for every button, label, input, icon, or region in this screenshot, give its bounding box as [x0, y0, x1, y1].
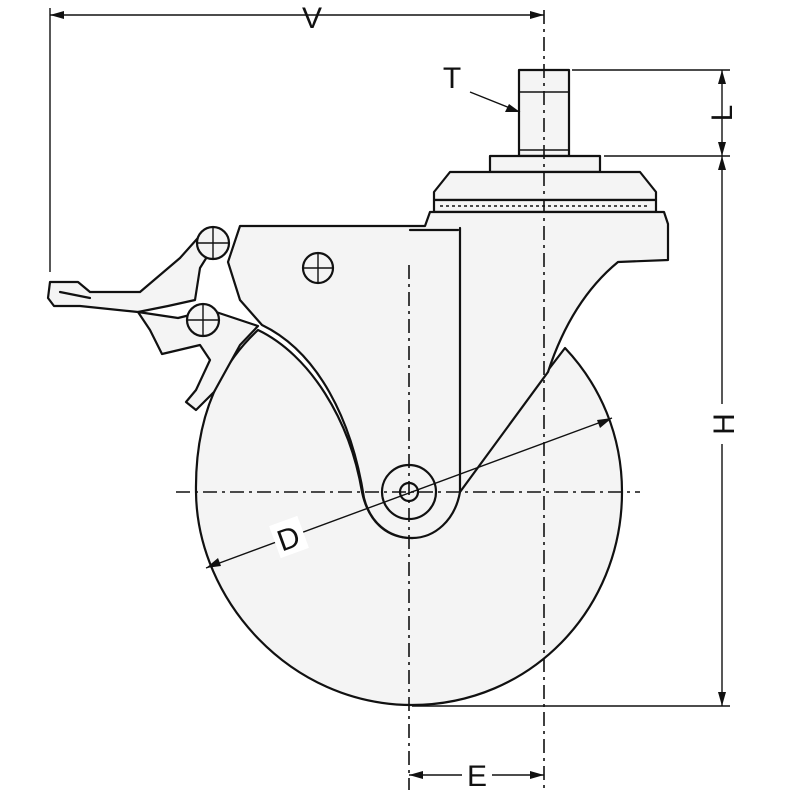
v-label: V	[302, 2, 322, 35]
l-label: L	[706, 105, 739, 122]
hex-nut	[488, 154, 602, 174]
center-lines	[176, 10, 640, 790]
e-label: E	[467, 760, 487, 793]
brake-pedal	[46, 228, 222, 314]
brake-assembly	[46, 225, 260, 412]
h-label: H	[708, 413, 741, 435]
t-label: T	[443, 62, 461, 95]
top-plate	[432, 170, 658, 202]
fork-body	[226, 210, 670, 540]
dimensions: V T L H D E	[49, 2, 741, 793]
swivel-head	[432, 68, 658, 214]
d-dimension-line	[205, 417, 613, 569]
